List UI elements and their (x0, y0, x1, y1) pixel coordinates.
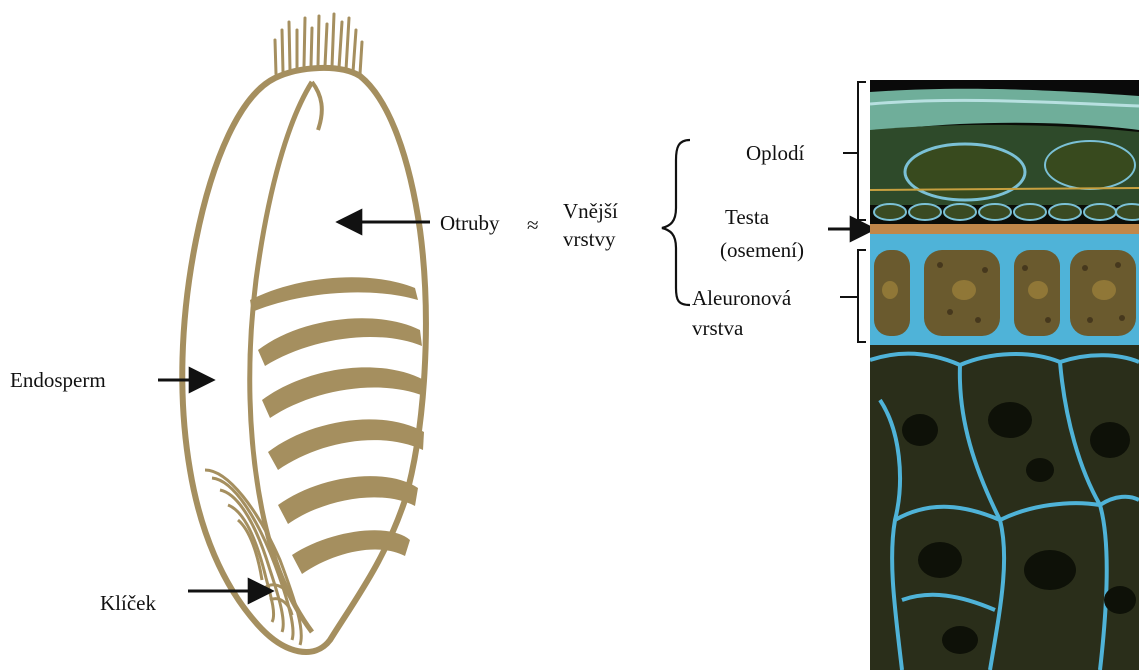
aleurone-bracket (858, 250, 866, 342)
aleurone-label-line2: vrstva (692, 316, 744, 340)
wheat-grain-icon (182, 14, 426, 652)
approx-symbol: ≈ (527, 213, 539, 237)
germ-label: Klíček (100, 591, 156, 615)
pericarp-label: Oplodí (746, 141, 805, 165)
grain-bands (250, 277, 424, 574)
outer-layers-label-line1: Vnější (563, 199, 618, 223)
testa-label-line1: Testa (725, 205, 770, 229)
testa-label-line2: (osemení) (720, 238, 804, 262)
aleurone-label-line1: Aleuronová (692, 286, 792, 310)
pericarp-bracket (858, 82, 866, 220)
outer-layers-label-line2: vrstvy (563, 227, 616, 251)
grain-inner-edge (312, 82, 322, 130)
bran-label: Otruby (440, 211, 500, 235)
endosperm-label: Endosperm (10, 368, 106, 392)
micrograph-cross-section (870, 80, 1139, 670)
outer-layers-brace (662, 140, 690, 305)
grain-brush-hairs (275, 14, 362, 74)
